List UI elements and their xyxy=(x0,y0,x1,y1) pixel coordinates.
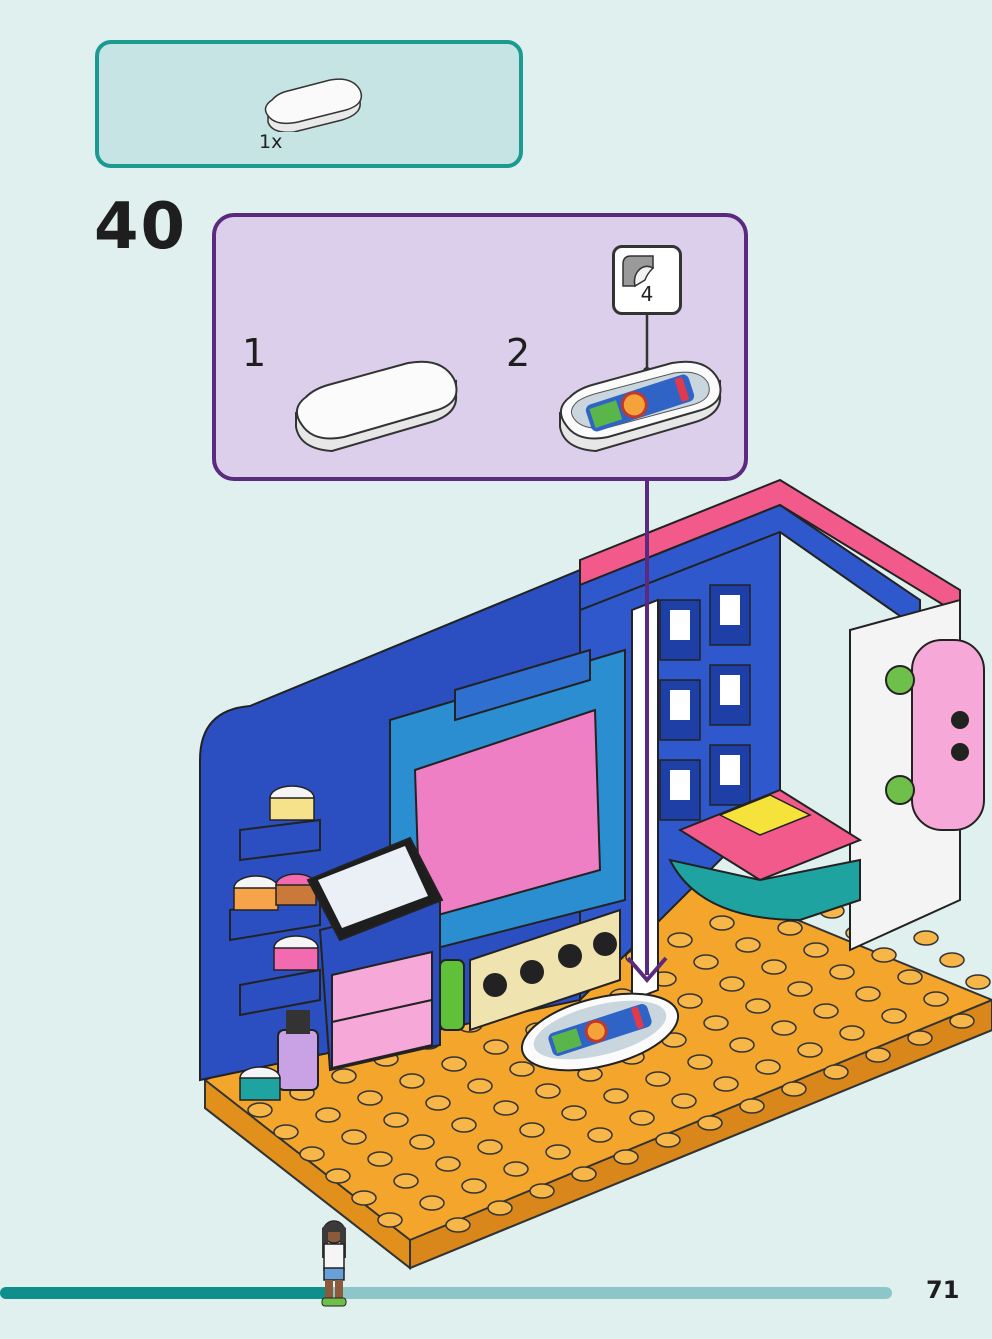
baseplate-stud xyxy=(247,1102,273,1118)
wow-sticker-tile-icon xyxy=(559,360,722,453)
baseplate-stud xyxy=(735,937,761,953)
sticker-number-badge: 4 xyxy=(612,245,682,315)
baseplate-stud xyxy=(897,969,923,985)
baseplate-stud xyxy=(315,1107,341,1123)
baseplate-stud xyxy=(965,974,991,990)
page-number: 71 xyxy=(926,1276,960,1304)
baseplate-stud xyxy=(829,964,855,980)
sub-assembly-callout: 1 2 4 xyxy=(212,213,748,481)
baseplate-stud xyxy=(331,1068,357,1084)
baseplate-stud xyxy=(719,976,745,992)
baseplate-stud xyxy=(923,991,949,1007)
baseplate-stud xyxy=(273,1124,299,1140)
baseplate-stud xyxy=(603,1088,629,1104)
parts-list-box: 1x xyxy=(95,40,523,168)
baseplate-stud xyxy=(399,1073,425,1089)
baseplate-stud xyxy=(761,959,787,975)
sub-step-1-number: 1 xyxy=(242,331,267,375)
sticker-number: 4 xyxy=(640,282,654,306)
baseplate-stud xyxy=(341,1129,367,1145)
baseplate-stud xyxy=(419,1195,445,1211)
baseplate-stud xyxy=(483,1039,509,1055)
baseplate-stud xyxy=(409,1134,435,1150)
baseplate-stud xyxy=(393,1173,419,1189)
baseplate-stud xyxy=(771,1020,797,1036)
baseplate-stud xyxy=(503,1161,529,1177)
baseplate-stud xyxy=(445,1217,471,1233)
baseplate-stud xyxy=(709,915,735,931)
white-oval-tile-part-icon xyxy=(264,78,363,132)
baseplate-stud xyxy=(687,1054,713,1070)
baseplate-stud xyxy=(325,1168,351,1184)
baseplate-stud xyxy=(677,993,703,1009)
baseplate-stud xyxy=(487,1200,513,1216)
baseplate-stud xyxy=(813,1003,839,1019)
baseplate-stud xyxy=(467,1078,493,1094)
baseplate-stud xyxy=(787,981,813,997)
baseplate-stud xyxy=(671,1093,697,1109)
baseplate-stud xyxy=(781,1081,807,1097)
minifigure-progress-marker xyxy=(321,1220,347,1307)
baseplate-stud xyxy=(545,1144,571,1160)
baseplate-stud xyxy=(535,1083,561,1099)
baseplate-stud xyxy=(913,930,939,946)
baseplate-stud xyxy=(939,952,965,968)
baseplate-stud xyxy=(823,1064,849,1080)
baseplate-stud xyxy=(703,1015,729,1031)
baseplate-stud xyxy=(713,1076,739,1092)
baseplate-stud xyxy=(509,1061,535,1077)
baseplate-stud xyxy=(461,1178,487,1194)
baseplate-stud xyxy=(493,1100,519,1116)
baseplate-stud xyxy=(435,1156,461,1172)
white-oval-tile-icon xyxy=(295,360,458,453)
baseplate-stud xyxy=(693,954,719,970)
baseplate-stud xyxy=(655,1132,681,1148)
step-number: 40 xyxy=(94,190,188,264)
baseplate-stud xyxy=(645,1071,671,1087)
baseplate-stud xyxy=(907,1030,933,1046)
baseplate-stud xyxy=(745,998,771,1014)
baseplate-stud xyxy=(881,1008,907,1024)
baseplate-stud xyxy=(377,1212,403,1228)
baseplate-stud xyxy=(667,932,693,948)
baseplate-stud xyxy=(777,920,803,936)
baseplate-stud xyxy=(871,947,897,963)
baseplate-stud xyxy=(755,1059,781,1075)
baseplate-stud xyxy=(855,986,881,1002)
baseplate-stud xyxy=(865,1047,891,1063)
baseplate-stud xyxy=(587,1127,613,1143)
baseplate-stud xyxy=(299,1146,325,1162)
baseplate-stud xyxy=(613,1149,639,1165)
baseplate-stud xyxy=(529,1183,555,1199)
baseplate-stud xyxy=(839,1025,865,1041)
wow-sticker-art xyxy=(585,374,695,432)
baseplate-stud xyxy=(425,1095,451,1111)
placement-arrow xyxy=(626,479,668,984)
part-quantity: 1x xyxy=(259,131,283,153)
baseplate-stud xyxy=(477,1139,503,1155)
sub-step-2-number: 2 xyxy=(506,331,531,375)
progress-bar-fill xyxy=(0,1287,330,1299)
baseplate-stud xyxy=(383,1112,409,1128)
baseplate-stud xyxy=(561,1105,587,1121)
baseplate-stud xyxy=(739,1098,765,1114)
baseplate-stud xyxy=(803,942,829,958)
baseplate-stud xyxy=(351,1190,377,1206)
sticker-peel-icon xyxy=(622,255,655,288)
baseplate-stud xyxy=(729,1037,755,1053)
baseplate-stud xyxy=(697,1115,723,1131)
baseplate-stud xyxy=(571,1166,597,1182)
baseplate-stud xyxy=(519,1122,545,1138)
baseplate-stud xyxy=(451,1117,477,1133)
baseplate-stud xyxy=(629,1110,655,1126)
baseplate-stud xyxy=(949,1013,975,1029)
baseplate-stud xyxy=(357,1090,383,1106)
baseplate-stud xyxy=(797,1042,823,1058)
baseplate-stud xyxy=(441,1056,467,1072)
baseplate-stud xyxy=(367,1151,393,1167)
